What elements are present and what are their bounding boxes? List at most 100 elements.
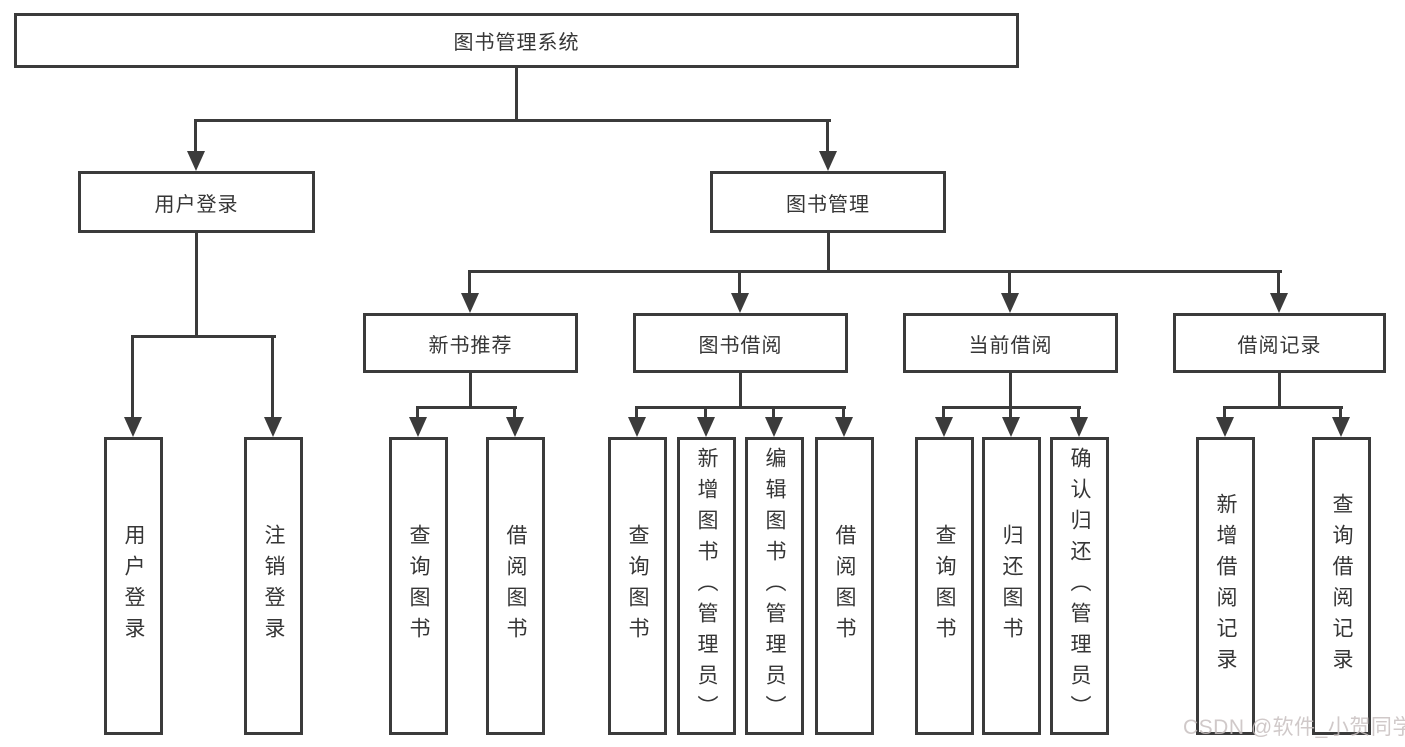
arrowhead-down-to-add-record [1216,406,1234,437]
arrowhead-down-to-query-books-3 [935,406,953,437]
leaf-edit-book-admin: 编辑图书（管理员） [745,437,804,735]
node-label: 图书管理 [786,193,870,216]
csdn-watermark: CSDN @软件_小贺同学 [1183,716,1405,739]
arrowhead-down-to-borrow-books-1 [506,406,524,437]
leaf-query-books-2: 查询图书 [608,437,667,735]
node-borrow-records: 借阅记录 [1173,313,1386,373]
arrow-stem [942,406,945,419]
arrowhead-down-to-borrow-books-2 [835,406,853,437]
arrowhead-down-to-query-books-1 [409,406,427,437]
arrow-stem [1277,270,1280,295]
node-new-book-recommend: 新书推荐 [363,313,578,373]
arrow-down-icon [1070,417,1088,437]
arrow-down-icon [765,417,783,437]
arrow-stem [772,406,775,419]
arrow-down-icon [819,151,837,171]
arrowhead-down-to-edit-book [765,406,783,437]
node-root-library-system: 图书管理系统 [14,13,1019,68]
node-current-borrow: 当前借阅 [903,313,1118,373]
node-label: 当前借阅 [968,334,1053,357]
arrow-stem [826,119,829,153]
connector-borrow-records-stem [1278,373,1281,407]
leaf-label: 注销登录 [262,524,285,648]
node-label: 借阅记录 [1237,334,1322,357]
connector-current-borrow-rail [943,406,1081,409]
leaf-confirm-return-admin: 确认归还（管理员） [1050,437,1109,735]
connector-current-borrow-stem [1009,373,1012,407]
arrow-stem [704,406,707,419]
arrow-stem [1339,406,1342,419]
node-user-login: 用户登录 [78,171,315,233]
node-label: 用户登录 [154,193,239,216]
arrow-stem [1009,406,1012,419]
arrow-down-icon [1002,417,1020,437]
arrow-down-icon [697,417,715,437]
leaf-query-books-3: 查询图书 [915,437,974,735]
leaf-label: 查询图书 [626,524,649,648]
connector-user-login-stem [195,233,198,337]
arrow-down-icon [628,417,646,437]
leaf-label: 新增图书（管理员） [695,446,718,726]
connector-book-mgmt-stem [827,233,830,272]
arrow-down-icon [935,417,953,437]
node-label: 图书管理系统 [453,32,580,54]
arrowhead-down-to-confirm-return [1070,406,1088,437]
arrow-down-icon [1001,293,1019,313]
arrow-down-icon [124,417,142,437]
arrow-down-icon [187,151,205,171]
arrow-stem [468,270,471,295]
leaf-label: 新增借阅记录 [1214,493,1237,679]
arrow-down-icon [461,293,479,313]
arrow-down-icon [264,417,282,437]
leaf-label: 借阅图书 [504,524,527,648]
arrow-stem [1223,406,1226,419]
arrowhead-down-to-user-login [187,119,205,171]
leaf-borrow-books-2: 借阅图书 [815,437,874,735]
connector-new-book-rail [417,406,517,409]
arrow-stem [738,270,741,295]
arrowhead-down-to-new-book [461,270,479,313]
arrow-stem [1008,270,1011,295]
leaf-query-books-1: 查询图书 [389,437,448,735]
arrowhead-down-to-book-management [819,119,837,171]
leaf-label: 查询借阅记录 [1330,493,1353,679]
connector-new-book-stem [469,373,472,407]
leaf-query-borrow-record: 查询借阅记录 [1312,437,1371,735]
leaf-label: 用户登录 [122,524,145,648]
arrow-down-icon [731,293,749,313]
connector-borrow-records-rail [1224,406,1343,409]
arrowhead-down-to-return-book [1002,406,1020,437]
arrow-down-icon [835,417,853,437]
leaf-label: 确认归还（管理员） [1068,446,1091,726]
leaf-add-borrow-record: 新增借阅记录 [1196,437,1255,735]
arrowhead-down-to-borrow-records [1270,270,1288,313]
arrow-down-icon [506,417,524,437]
leaf-label: 借阅图书 [833,524,856,648]
arrowhead-down-to-leaf-logout [264,335,282,437]
arrow-stem [1077,406,1080,419]
leaf-add-book-admin: 新增图书（管理员） [677,437,736,735]
arrowhead-down-to-current-borrow [1001,270,1019,313]
leaf-label: 归还图书 [1000,524,1023,648]
leaf-label: 编辑图书（管理员） [763,446,786,726]
arrow-stem [131,335,134,419]
connector-root-rail [195,119,831,122]
arrowhead-down-to-leaf-user-login [124,335,142,437]
leaf-logout: 注销登录 [244,437,303,735]
arrowhead-down-to-query-books-2 [628,406,646,437]
leaf-borrow-books-1: 借阅图书 [486,437,545,735]
arrow-stem [194,119,197,153]
arrow-down-icon [409,417,427,437]
node-book-management: 图书管理 [710,171,946,233]
connector-book-mgmt-rail [469,270,1282,273]
arrow-down-icon [1216,417,1234,437]
leaf-return-book: 归还图书 [982,437,1041,735]
node-label: 新书推荐 [428,334,513,357]
arrow-down-icon [1332,417,1350,437]
arrow-stem [271,335,274,419]
arrow-stem [842,406,845,419]
arrow-stem [416,406,419,419]
leaf-user-login: 用户登录 [104,437,163,735]
arrowhead-down-to-add-book [697,406,715,437]
node-label: 图书借阅 [698,334,783,357]
